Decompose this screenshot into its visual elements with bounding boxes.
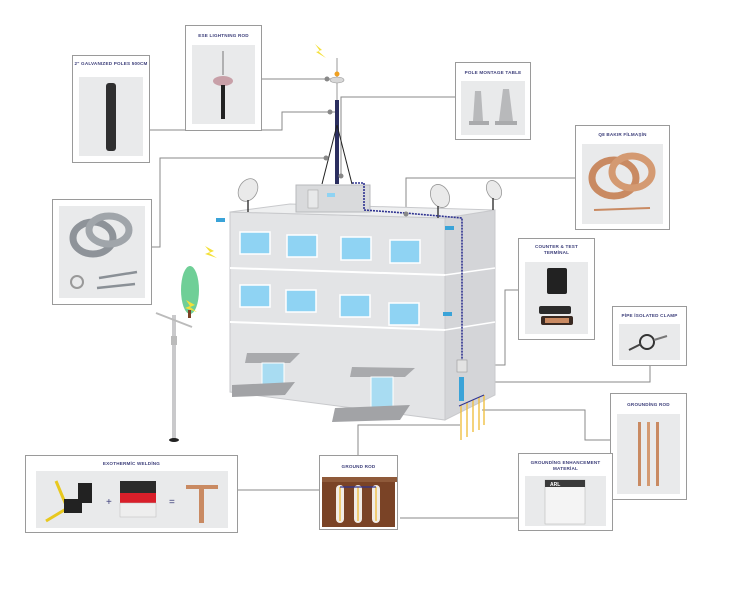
clamp-icon <box>628 334 668 351</box>
street-pole <box>155 312 193 442</box>
welding-kit-icon: + = <box>45 480 218 523</box>
card-ese-lightning-rod: ESE LIGHTNING ROD <box>185 25 262 131</box>
product-image <box>582 144 663 224</box>
soil-section <box>322 477 397 527</box>
ese-rod-icon <box>213 51 233 119</box>
card-pipe-isolated-clamp: PİPE İSOLATED CLAMP <box>612 306 687 366</box>
plus-sign: + <box>106 497 112 508</box>
card-title: GROUND ROD <box>341 464 376 469</box>
card-title: COUNTER & TEST TERMİNAL <box>534 244 579 255</box>
card-title: Q8 BAKIR FİLMAŞİN <box>598 132 647 137</box>
product-image <box>79 77 143 156</box>
card-title: PİPE İSOLATED CLAMP <box>621 313 678 318</box>
lightning-bolt-icon <box>185 300 197 312</box>
card-copper-cable: Q8 BAKIR FİLMAŞİN <box>575 125 670 230</box>
card-title: GROUNDİNG ROD <box>627 402 670 407</box>
lightning-mast <box>321 58 409 217</box>
windows <box>239 231 421 326</box>
lightning-bolt-icon <box>315 44 326 58</box>
card-grounding-rod: GROUNDİNG ROD <box>610 393 687 500</box>
satellite-dishes <box>237 178 503 218</box>
product-image <box>617 414 680 494</box>
connector-pipe-clamp <box>465 365 651 383</box>
equals-sign: = <box>169 497 175 508</box>
building <box>216 178 503 440</box>
pipe-clamp-sleeve <box>459 377 464 401</box>
connector-ground-rod <box>357 424 460 455</box>
connector-grounding-rod <box>482 409 610 441</box>
product-image <box>525 262 588 334</box>
product-image <box>461 81 525 135</box>
card-title: POLE MONTAGE TABLE <box>464 70 522 75</box>
ground-rod-section-icon <box>322 477 397 523</box>
product-image <box>619 324 680 360</box>
bag-brand: ARL <box>550 482 560 488</box>
connector-pole-table <box>340 96 455 175</box>
card-title: ESE LIGHTNING ROD <box>198 33 249 38</box>
card-guy-wire-kit <box>52 199 152 305</box>
material-bag-icon: ARL <box>544 479 586 525</box>
card-galvanized-poles: 2" GALVANIZED POLES 500CM <box>72 55 150 163</box>
card-title: GROUNDİNG ENHANCEMENT MATERİAL <box>530 460 601 471</box>
product-image: + = <box>36 471 228 528</box>
card-title: EXOTHERMİC WELDİNG <box>102 461 161 466</box>
card-counter-test-terminal: COUNTER & TEST TERMİNAL <box>518 238 595 340</box>
down-conductor <box>352 182 463 360</box>
card-ground-rod: GROUND ROD <box>319 455 398 530</box>
product-image <box>192 45 255 124</box>
security-cameras <box>216 218 454 316</box>
terminal-icon <box>539 268 573 325</box>
connector-guy-wire <box>152 157 325 248</box>
product-image <box>59 206 145 298</box>
card-grounding-enhancement-material: GROUNDİNG ENHANCEMENT MATERİAL ARL <box>518 453 613 531</box>
wire-coil-icon <box>69 212 138 290</box>
product-image: ARL <box>525 476 606 526</box>
tree <box>181 266 199 318</box>
grounding-rods-building <box>460 395 485 440</box>
copper-rods-icon <box>638 422 659 486</box>
copper-coil-icon <box>588 152 656 211</box>
table-icon <box>469 89 517 125</box>
card-pole-montage-table: POLE MONTAGE TABLE <box>455 62 531 140</box>
card-exothermic-welding: EXOTHERMİC WELDİNG + = <box>25 455 238 533</box>
counter-box <box>456 359 468 373</box>
lightning-bolt-icon <box>205 246 217 258</box>
pole-icon <box>106 83 116 151</box>
card-title: 2" GALVANIZED POLES 500CM <box>74 61 148 66</box>
connector-cable <box>405 177 575 215</box>
